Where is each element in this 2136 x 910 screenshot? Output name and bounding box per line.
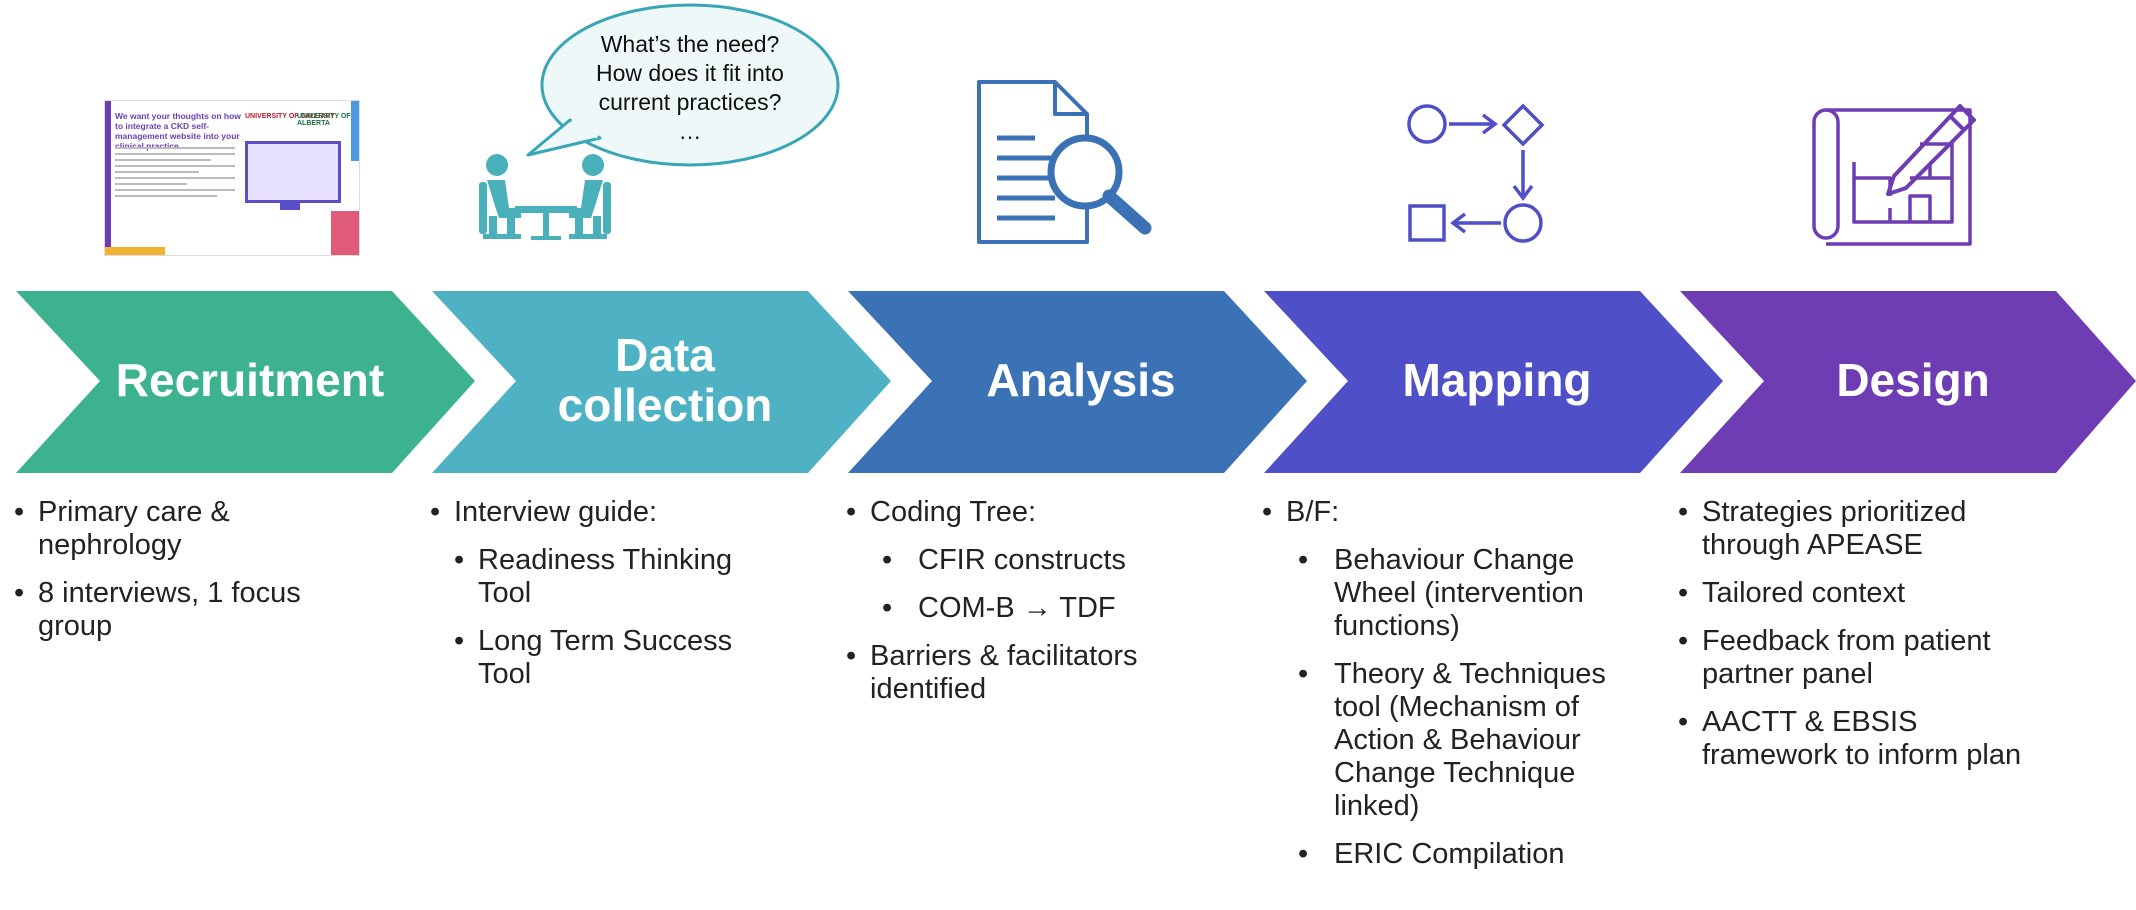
list-item: Interview guide: xyxy=(430,496,790,529)
recruitment-poster: We want your thoughts on how to integrat… xyxy=(104,100,360,256)
stage-label-data-collection: Data collection xyxy=(510,290,820,470)
list-subitem: Theory & Techniques tool (Mechanism of A… xyxy=(1286,658,1632,823)
stage-label-data-collection-text: Data collection xyxy=(557,329,773,431)
stage-label-mapping: Mapping xyxy=(1402,354,1592,406)
design-list: Strategies prioritized through APEASE Ta… xyxy=(1678,496,2038,787)
list-item: Tailored context xyxy=(1678,577,2038,610)
process-flow-icon xyxy=(1407,103,1545,243)
poster-title: We want your thoughts on how to integrat… xyxy=(115,111,241,151)
list-item: B/F: xyxy=(1262,496,1632,529)
list-item: Primary care & nephrology xyxy=(14,496,354,562)
stage-label-design: Design xyxy=(1836,354,1990,406)
list-item: Barriers & facilitators identified xyxy=(846,640,1206,706)
bubble-line: current practices? xyxy=(598,89,782,115)
chevron-data-collection xyxy=(432,291,891,473)
list-subitem: CFIR constructs xyxy=(870,544,1206,577)
stage-label-recruitment: Recruitment xyxy=(115,354,385,406)
poster-accent-bar xyxy=(105,247,165,255)
data-collection-list: Interview guide: Readiness Thinking Tool… xyxy=(430,496,790,706)
analysis-list: Coding Tree: CFIR constructs COM-B → TDF… xyxy=(846,496,1206,721)
list-item: 8 interviews, 1 focus group xyxy=(14,577,354,643)
meeting-icon xyxy=(479,154,611,240)
list-item: Feedback from patient partner panel xyxy=(1678,625,2038,691)
speech-bubble-text: What’s the need? How does it fit into cu… xyxy=(560,30,820,146)
poster-accent-bar xyxy=(351,101,359,161)
bubble-line: What’s the need? xyxy=(600,31,780,57)
document-search-icon xyxy=(977,80,1152,244)
bubble-line: How does it fit into xyxy=(596,60,784,86)
speech-bubble xyxy=(526,3,840,167)
recruitment-list: Primary care & nephrology 8 interviews, … xyxy=(14,496,354,658)
mapping-list: B/F: Behaviour Change Wheel (interventio… xyxy=(1262,496,1632,886)
list-subitem: COM-B → TDF xyxy=(870,592,1206,625)
computer-illustration xyxy=(245,141,341,203)
stage-label-analysis: Analysis xyxy=(986,354,1176,406)
list-subitem: Long Term Success Tool xyxy=(454,625,790,691)
chevron-recruitment xyxy=(16,291,475,473)
poster-accent-bar xyxy=(331,211,359,255)
chevron-mapping xyxy=(1264,291,1723,473)
computer-stand xyxy=(280,200,300,210)
blueprint-icon xyxy=(1812,104,1976,246)
chevron-analysis xyxy=(848,291,1307,473)
chevron-design xyxy=(1680,291,2136,473)
bubble-line: … xyxy=(678,118,702,144)
list-item: AACTT & EBSIS framework to inform plan xyxy=(1678,706,2038,772)
list-subitem: ERIC Compilation xyxy=(1286,838,1632,871)
list-item: Strategies prioritized through APEASE xyxy=(1678,496,2038,562)
list-subitem: Behaviour Change Wheel (intervention fun… xyxy=(1286,544,1632,643)
poster-body-text xyxy=(115,147,235,201)
list-item: Coding Tree: xyxy=(846,496,1206,529)
alberta-logo: UNIVERSITY OF ALBERTA xyxy=(297,113,351,127)
list-subitem: Readiness Thinking Tool xyxy=(454,544,790,610)
poster-accent-bar xyxy=(105,101,111,255)
calgary-logo: UNIVERSITY OF CALGARY xyxy=(245,113,335,120)
